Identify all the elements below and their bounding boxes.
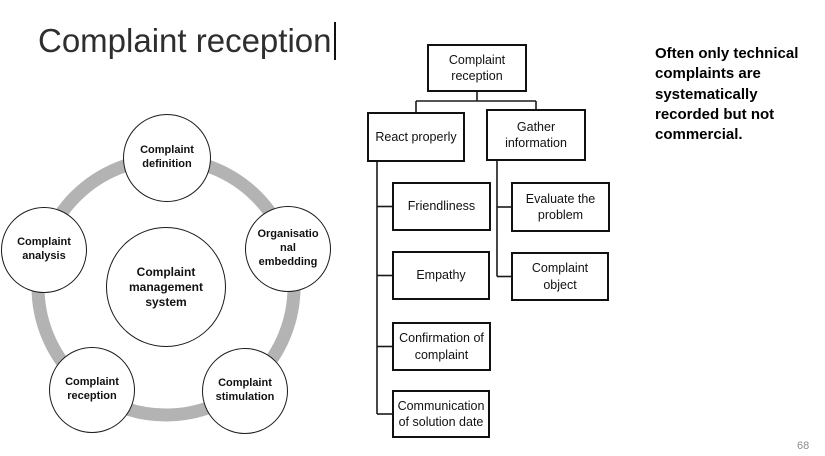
tree-box-empathy[interactable]: Empathy bbox=[392, 251, 490, 300]
cycle-node-label: Complaint stimulation bbox=[215, 377, 275, 403]
tree-box-friendliness[interactable]: Friendliness bbox=[392, 182, 491, 231]
tree-box-gather-information[interactable]: Gather information bbox=[486, 109, 586, 161]
page-title: Complaint reception bbox=[38, 22, 332, 59]
cycle-center-label: Complaint management system bbox=[128, 264, 204, 309]
text-cursor bbox=[333, 22, 336, 60]
tree-box-communication[interactable]: Communication of solution date bbox=[392, 390, 490, 438]
tree-box-label: Complaint reception bbox=[448, 52, 506, 83]
tree-box-evaluate-problem[interactable]: Evaluate the problem bbox=[511, 182, 610, 232]
tree-box-label: Communication of solution date bbox=[397, 398, 485, 429]
tree-box-label: Evaluate the problem bbox=[525, 191, 596, 222]
tree-box-react-properly[interactable]: React properly bbox=[367, 112, 465, 162]
side-note[interactable]: Often only technical complaints are syst… bbox=[655, 45, 799, 143]
tree-box-label: Empathy bbox=[416, 268, 466, 283]
tree-box-label: Friendliness bbox=[407, 199, 476, 214]
tree-box-label: React properly bbox=[375, 129, 457, 144]
cycle-node-analysis[interactable]: Complaint analysis bbox=[1, 207, 87, 293]
tree-box-label: Complaint object bbox=[531, 261, 589, 292]
tree-box-complaint-object[interactable]: Complaint object bbox=[511, 252, 609, 301]
cycle-node-center[interactable]: Complaint management system bbox=[106, 227, 226, 347]
cycle-node-label: Organisatio nal embedding bbox=[257, 228, 319, 268]
cycle-node-label: Complaint reception bbox=[65, 376, 119, 402]
cycle-node-stimulation[interactable]: Complaint stimulation bbox=[202, 348, 288, 434]
tree-box-label: Gather information bbox=[505, 119, 567, 150]
title-textbox[interactable]: Complaint reception bbox=[38, 22, 336, 60]
tree-connectors bbox=[376, 92, 537, 415]
cycle-node-definition[interactable]: Complaint definition bbox=[123, 114, 211, 202]
page-number: 68 bbox=[797, 440, 810, 452]
tree-box-root[interactable]: Complaint reception bbox=[427, 44, 527, 92]
cycle-node-label: Complaint definition bbox=[140, 144, 194, 170]
tree-box-label: Confirmation of complaint bbox=[399, 331, 484, 362]
tree-box-confirmation[interactable]: Confirmation of complaint bbox=[392, 322, 491, 371]
cycle-node-embedding[interactable]: Organisatio nal embedding bbox=[245, 206, 331, 292]
cycle-node-reception[interactable]: Complaint reception bbox=[49, 347, 135, 433]
cycle-node-label: Complaint analysis bbox=[17, 236, 71, 262]
